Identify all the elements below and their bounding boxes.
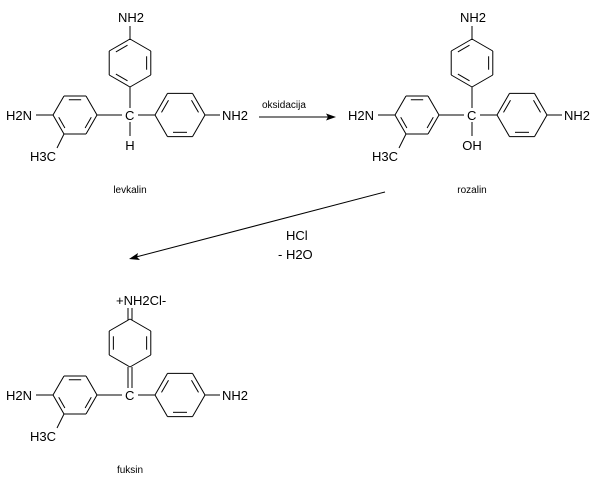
reagent-label: HCl bbox=[286, 228, 308, 243]
bond bbox=[398, 133, 407, 149]
arrowhead-icon bbox=[326, 113, 336, 121]
molecule-name: fuksin bbox=[117, 465, 143, 476]
acid-arrow: HCl - H2O bbox=[129, 191, 386, 262]
ring-bond bbox=[154, 373, 168, 396]
left-ring bbox=[52, 95, 98, 135]
methyl-label: H3C bbox=[372, 149, 398, 164]
ring-bond bbox=[192, 93, 206, 116]
double-bond-line bbox=[58, 117, 66, 129]
top-substituent-label: NH2 bbox=[118, 10, 144, 25]
oxidation-arrow: oksidacija bbox=[259, 100, 336, 121]
left-ring bbox=[52, 375, 98, 415]
ring-bond bbox=[129, 354, 152, 368]
molecule-fuksin: +NH2Cl- C H2N H3C NH2 fuksin bbox=[6, 293, 248, 476]
ring-bond bbox=[108, 318, 131, 332]
ring-bond bbox=[129, 38, 152, 52]
top-ring bbox=[108, 38, 152, 88]
ring-bond bbox=[85, 114, 98, 135]
ring-bond bbox=[108, 354, 131, 368]
molecule-name: rozalin bbox=[457, 185, 486, 196]
double-bond-line bbox=[161, 380, 169, 393]
ring-bond bbox=[192, 394, 206, 417]
methyl-label: H3C bbox=[30, 149, 56, 164]
ring-bond bbox=[85, 375, 98, 396]
left-ring bbox=[394, 95, 440, 135]
bond bbox=[56, 133, 65, 149]
ring-bond bbox=[471, 74, 494, 88]
ring-bond bbox=[85, 95, 98, 116]
double-bond-line bbox=[457, 44, 470, 53]
ring-bond bbox=[427, 114, 440, 135]
ring-bond bbox=[394, 114, 407, 135]
ring-bond bbox=[427, 95, 440, 116]
right-ring bbox=[496, 92, 548, 138]
double-bond-line bbox=[191, 380, 199, 393]
ring-bond bbox=[394, 95, 407, 116]
ring-bond bbox=[154, 394, 168, 417]
ring-bond bbox=[52, 95, 65, 116]
ring-bond bbox=[154, 93, 168, 116]
left-amine-label: H2N bbox=[6, 388, 32, 403]
double-bond-line bbox=[426, 117, 434, 129]
right-ring bbox=[154, 372, 206, 418]
double-bond-line bbox=[58, 397, 66, 409]
central-carbon-label: C bbox=[467, 108, 476, 123]
ring-bond bbox=[496, 93, 510, 116]
double-bond-line bbox=[503, 100, 511, 113]
double-bond-line bbox=[161, 100, 169, 113]
double-bond-line bbox=[84, 117, 92, 129]
double-bond-line bbox=[115, 44, 128, 53]
ring-bond bbox=[471, 38, 494, 52]
ring-bond bbox=[85, 394, 98, 415]
right-amine-label: NH2 bbox=[222, 108, 248, 123]
ring-bond bbox=[52, 394, 65, 415]
top-ring bbox=[108, 318, 152, 368]
left-amine-label: H2N bbox=[6, 108, 32, 123]
ring-bond bbox=[450, 38, 473, 52]
ring-bond bbox=[108, 38, 131, 52]
top-substituent-label: NH2 bbox=[460, 10, 486, 25]
molecule-name: levkalin bbox=[113, 185, 146, 196]
right-amine-label: NH2 bbox=[222, 388, 248, 403]
central-carbon-label: C bbox=[125, 388, 134, 403]
ring-bond bbox=[192, 114, 206, 137]
double-bond-line bbox=[533, 100, 541, 113]
central-substituent-label: H bbox=[125, 138, 134, 153]
ring-bond bbox=[154, 114, 168, 137]
right-amine-label: NH2 bbox=[564, 108, 590, 123]
ring-bond bbox=[129, 318, 152, 332]
double-bond-line bbox=[400, 117, 408, 129]
ring-bond bbox=[108, 74, 131, 88]
ring-bond bbox=[52, 114, 65, 135]
arrowhead-icon bbox=[129, 253, 140, 260]
double-bond-line bbox=[84, 397, 92, 409]
ring-bond bbox=[129, 74, 152, 88]
top-ring bbox=[450, 38, 494, 88]
ring-bond bbox=[192, 373, 206, 396]
double-bond-line bbox=[457, 73, 470, 82]
bond bbox=[56, 413, 65, 429]
left-amine-label: H2N bbox=[348, 108, 374, 123]
top-substituent-label: +NH2Cl- bbox=[116, 293, 166, 308]
central-carbon-label: C bbox=[125, 108, 134, 123]
right-ring bbox=[154, 92, 206, 138]
central-substituent-label: OH bbox=[462, 138, 482, 153]
byproduct-label: - H2O bbox=[278, 247, 313, 262]
double-bond-line bbox=[191, 100, 199, 113]
double-bond-line bbox=[115, 73, 128, 82]
ring-bond bbox=[496, 114, 510, 137]
oxidation-label: oksidacija bbox=[262, 100, 306, 111]
methyl-label: H3C bbox=[30, 429, 56, 444]
ring-bond bbox=[534, 114, 548, 137]
ring-bond bbox=[450, 74, 473, 88]
ring-bond bbox=[534, 93, 548, 116]
ring-bond bbox=[52, 375, 65, 396]
